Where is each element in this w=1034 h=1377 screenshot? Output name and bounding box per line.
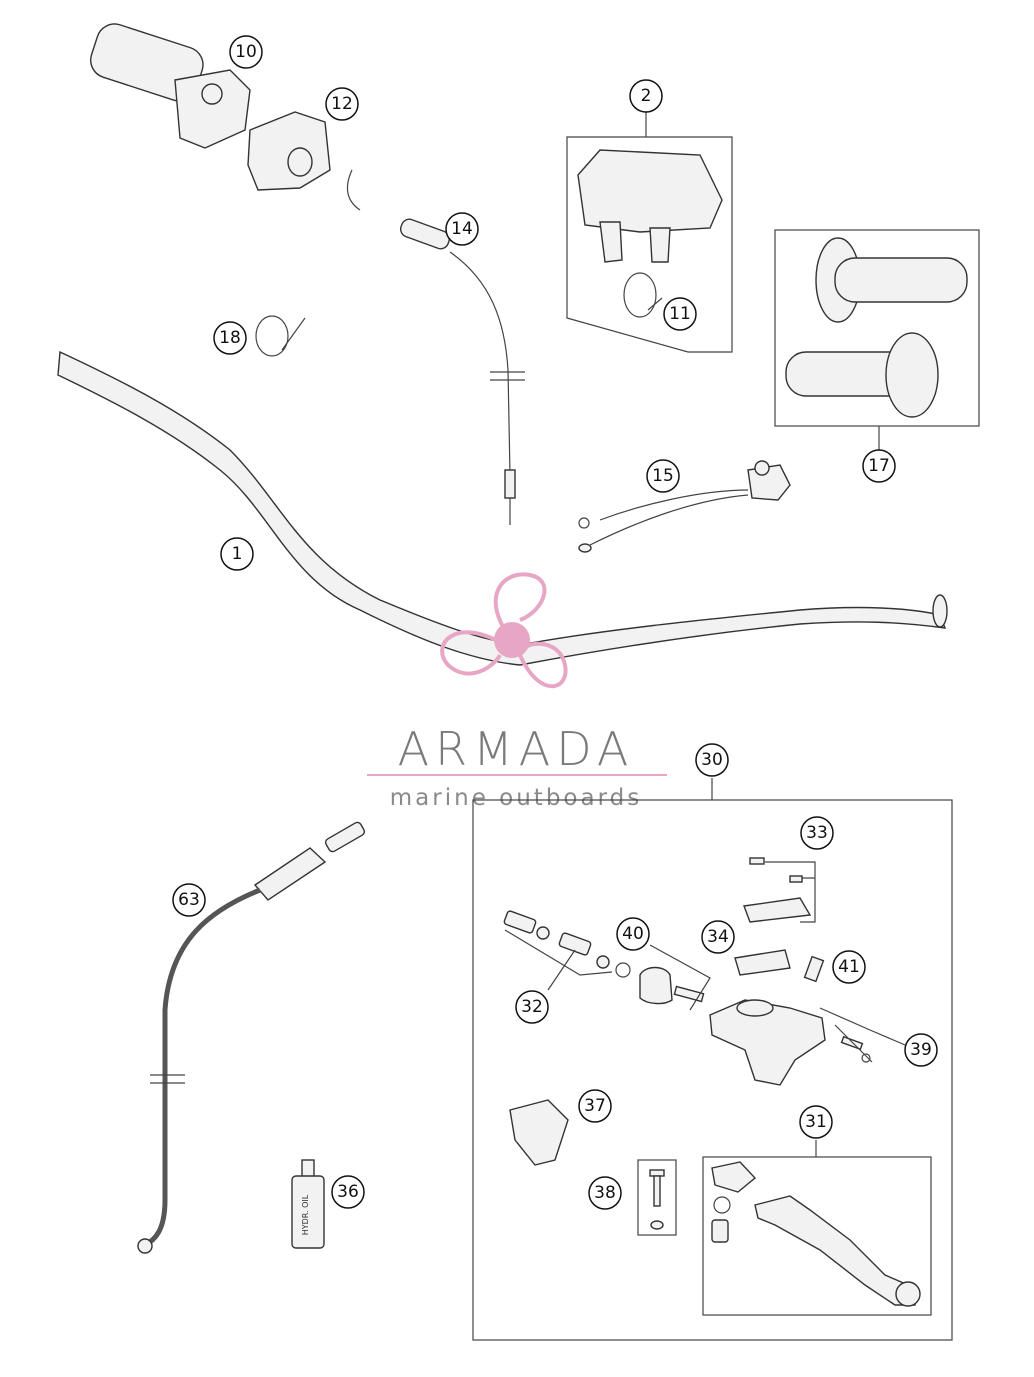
callout-label: 33 — [806, 823, 828, 843]
callout-label: 12 — [331, 94, 353, 114]
callout-37: 37 — [578, 1089, 612, 1123]
grips-box — [774, 229, 980, 450]
pad-box — [566, 112, 733, 353]
callout-40: 40 — [616, 917, 650, 951]
callout-41: 41 — [832, 950, 866, 984]
callout-label: 40 — [622, 924, 644, 944]
callout-36: 36 — [331, 1175, 365, 1209]
bottle-label: HYDR. OIL — [301, 1194, 310, 1235]
callout-label: 39 — [910, 1040, 932, 1060]
callout-label: 15 — [652, 466, 674, 486]
propeller-mark — [440, 572, 568, 689]
callout-38: 38 — [588, 1176, 622, 1210]
callout-label: 30 — [701, 750, 723, 770]
callout-label: 38 — [594, 1183, 616, 1203]
watermark-logo: ARMADA marine outboards — [367, 572, 667, 811]
callout-31: 31 — [799, 1105, 833, 1139]
callout-10: 10 — [229, 35, 263, 69]
callout-label: 10 — [235, 42, 257, 62]
handlebar — [57, 350, 948, 666]
cable-tie — [255, 315, 306, 357]
callout-label: 31 — [805, 1112, 827, 1132]
watermark-name: ARMADA — [398, 722, 635, 776]
callout-label: 17 — [868, 456, 890, 476]
oil-bottle: HYDR. OIL — [291, 1159, 325, 1249]
callout-label: 14 — [451, 219, 473, 239]
kill-switch — [578, 460, 791, 553]
callout-label: 11 — [669, 304, 691, 324]
callout-30: 30 — [695, 743, 729, 777]
callout-18: 18 — [213, 321, 247, 355]
watermark-tagline: marine outboards — [390, 785, 642, 811]
callout-33: 33 — [800, 816, 834, 850]
callout-17: 17 — [862, 449, 896, 483]
callout-label: 1 — [232, 544, 243, 564]
callout-14: 14 — [445, 212, 479, 246]
callout-12: 12 — [325, 87, 359, 121]
callout-label: 36 — [337, 1182, 359, 1202]
callout-32: 32 — [515, 990, 549, 1024]
callout-label: 2 — [641, 86, 652, 106]
callout-label: 32 — [521, 997, 543, 1017]
throttle-cable — [346, 169, 525, 525]
callout-label: 41 — [838, 957, 860, 977]
callout-label: 37 — [584, 1096, 606, 1116]
callout-2: 2 — [629, 79, 663, 113]
callout-15: 15 — [646, 459, 680, 493]
callout-label: 34 — [707, 927, 729, 947]
callout-39: 39 — [904, 1033, 938, 1067]
throttle-cover — [247, 111, 331, 191]
clutch-hose — [137, 821, 366, 1254]
throttle-grip — [90, 23, 251, 149]
callout-label: 18 — [219, 328, 241, 348]
callout-11: 11 — [663, 297, 697, 331]
callout-63: 63 — [172, 883, 206, 917]
master-cylinder-box — [472, 778, 953, 1341]
callout-34: 34 — [701, 920, 735, 954]
callout-1: 1 — [220, 537, 254, 571]
callout-label: 63 — [178, 890, 200, 910]
